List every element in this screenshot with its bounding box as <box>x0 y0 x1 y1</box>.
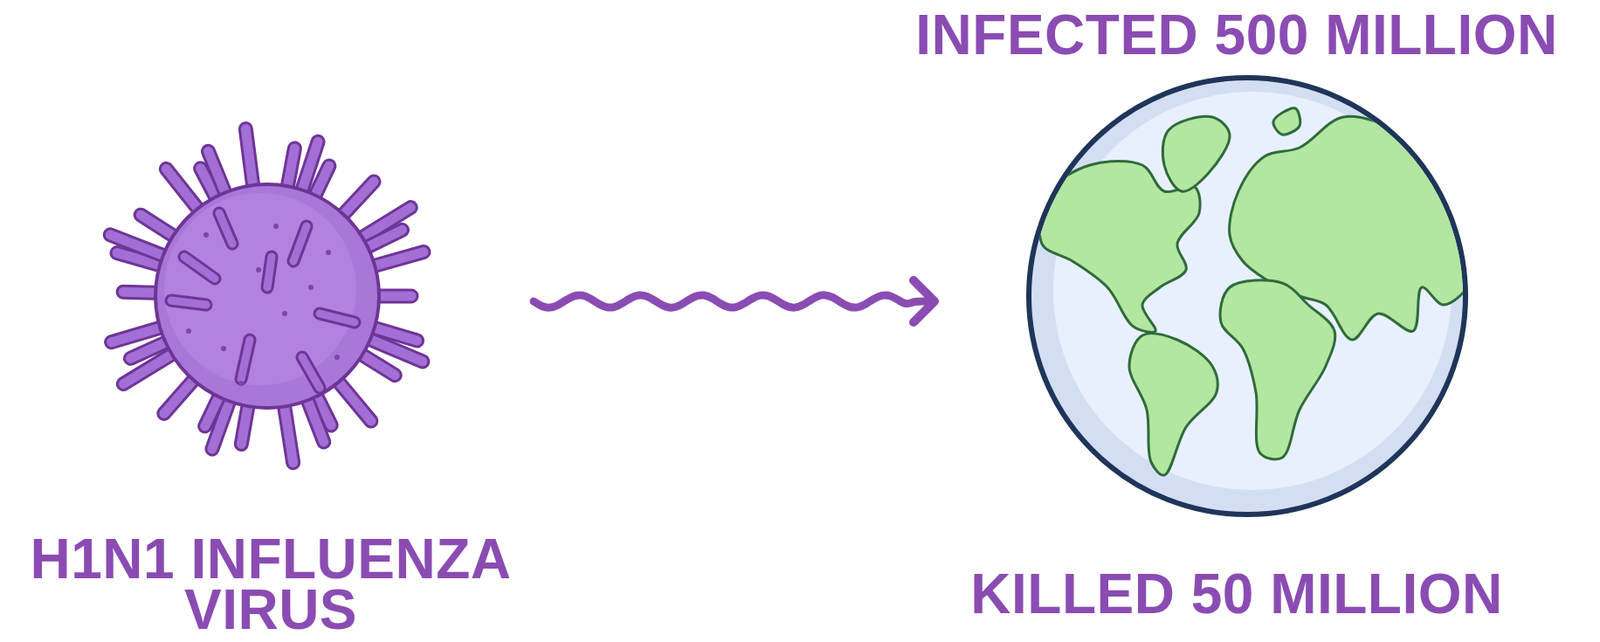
virus-dot <box>238 380 244 387</box>
virus-spike <box>319 313 355 323</box>
virus-spike <box>171 300 207 305</box>
virus-dot <box>334 354 340 360</box>
virus-spike <box>241 339 250 380</box>
virus-highlight <box>164 193 357 386</box>
continent <box>1129 333 1218 476</box>
virus-dot <box>308 284 314 290</box>
continent <box>1220 280 1336 460</box>
virus-spike <box>219 213 233 244</box>
connector-line <box>533 295 935 308</box>
virus-dot <box>255 267 262 273</box>
virus-spike <box>171 300 207 305</box>
virus-spike <box>267 256 272 288</box>
virus-spike <box>293 226 307 262</box>
virus-spike <box>219 213 233 244</box>
continent <box>1162 116 1230 192</box>
virus-dot <box>203 232 209 238</box>
virus-spike <box>267 256 272 288</box>
virus-dot <box>325 249 332 256</box>
continent <box>1273 108 1301 135</box>
virus-dot <box>186 328 192 334</box>
statistic-label: KILLED 50 MILLION <box>873 569 1600 621</box>
virus-spike <box>293 226 307 262</box>
virus-spike <box>241 339 250 380</box>
virus-dot <box>273 223 279 229</box>
virus-label: H1N1 INFLUENZA VIRUS <box>0 534 542 635</box>
virus-extent <box>96 125 438 467</box>
virus-spike <box>302 357 320 388</box>
virus-spike <box>184 256 215 279</box>
virus-spike <box>319 313 355 323</box>
globe-illustration <box>873 0 1600 642</box>
virus-spike <box>302 357 320 388</box>
virus-dot <box>220 345 227 352</box>
virus-body <box>155 184 380 408</box>
statistic-label: INFECTED 500 MILLION <box>873 10 1600 62</box>
globe-node: INFECTED 500 MILLION KILLED 50 MILLION <box>873 0 1600 642</box>
virus-dot <box>282 310 288 317</box>
arrowhead <box>913 280 935 323</box>
wavy-arrow <box>533 280 935 323</box>
virus-spike <box>184 256 215 279</box>
virus-node: H1N1 INFLUENZA VIRUS <box>0 87 542 642</box>
